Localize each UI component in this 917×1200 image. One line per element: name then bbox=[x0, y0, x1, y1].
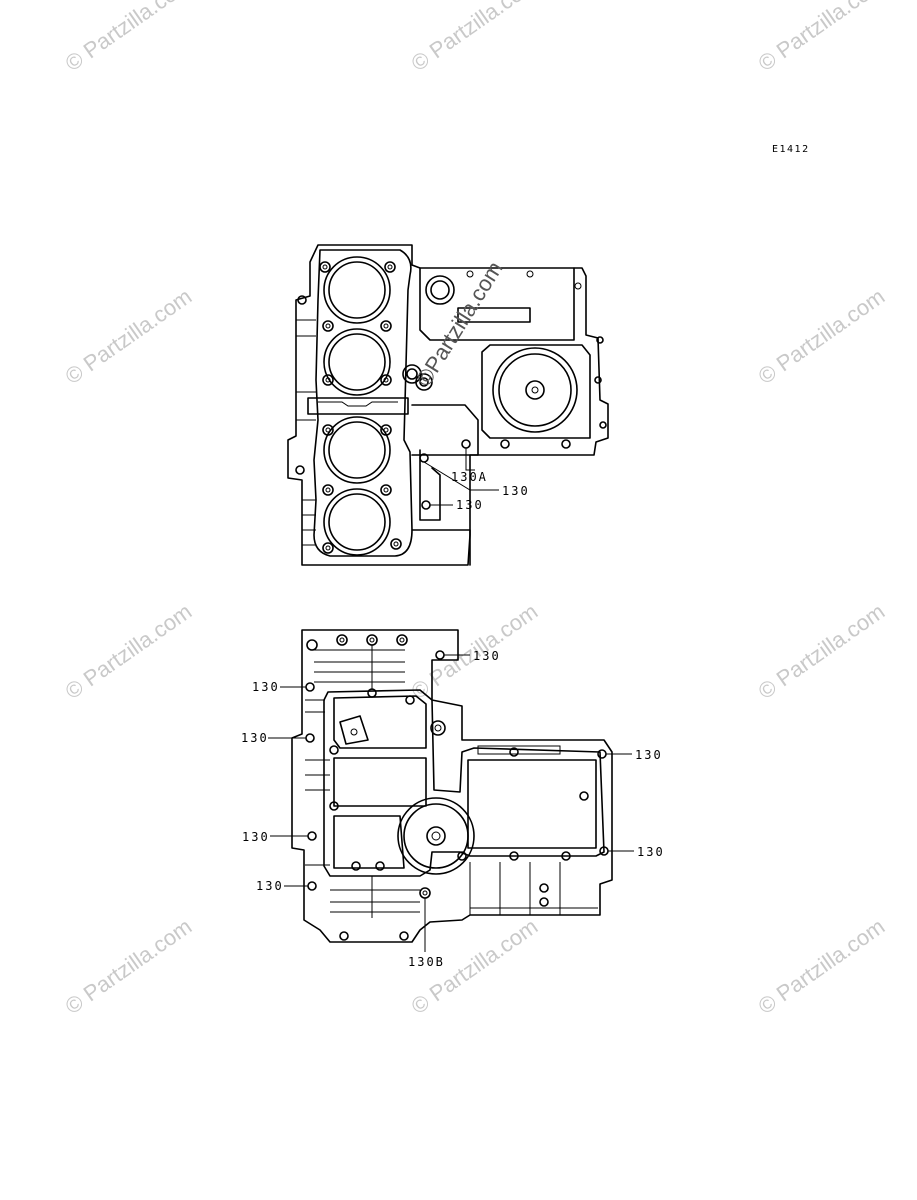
bracket bbox=[339, 715, 369, 745]
watermark-text: © Partzilla.com bbox=[754, 284, 890, 390]
passage-plate bbox=[411, 404, 479, 456]
diagram-code: E1412 bbox=[772, 144, 810, 155]
cylinder-bore-4 bbox=[323, 488, 391, 556]
pan-chamber-1 bbox=[333, 695, 427, 749]
clutch-cover bbox=[492, 347, 578, 433]
watermark-text: © Partzilla.com bbox=[61, 284, 197, 390]
drain-plug bbox=[430, 720, 446, 736]
pan-chamber-4-lip bbox=[477, 745, 561, 755]
lower-left-ribs bbox=[305, 645, 405, 866]
oil-pump-cover bbox=[397, 797, 475, 875]
transmission-housing bbox=[419, 267, 575, 341]
callout-130: 130 bbox=[502, 484, 530, 498]
callout-130: 130 bbox=[241, 731, 269, 745]
watermark-text: © Partzilla.com bbox=[61, 0, 197, 76]
bolt-130B bbox=[419, 887, 431, 899]
bolt-130-lower-left2 bbox=[305, 733, 315, 743]
lower-top-bosses bbox=[306, 634, 408, 651]
upper-lower-step bbox=[411, 529, 471, 566]
breather-boss bbox=[425, 275, 455, 305]
watermark-text: © Partzilla.com bbox=[407, 0, 543, 76]
cylinder-bore-3-inner bbox=[328, 421, 386, 479]
cylinder-gasket bbox=[313, 249, 413, 557]
watermark-text: © Partzilla.com bbox=[61, 914, 197, 1020]
seal-2 bbox=[415, 373, 433, 391]
bolt-130-lower-left3 bbox=[307, 831, 317, 841]
center-watermark: ©Partzilla.com bbox=[411, 257, 508, 391]
pan-chamber-4 bbox=[467, 759, 597, 849]
upper-perimeter-bolts bbox=[500, 336, 607, 449]
callout-130: 130 bbox=[242, 830, 270, 844]
upper-crankcase bbox=[287, 244, 609, 566]
bolt-130-lower-right1 bbox=[597, 749, 607, 759]
watermark-text: © Partzilla.com bbox=[754, 914, 890, 1020]
lower-bottom-ribs bbox=[330, 862, 598, 918]
callout-130: 130 bbox=[256, 879, 284, 893]
watermark-text: © Partzilla.com bbox=[754, 0, 890, 76]
left-ribs bbox=[295, 295, 316, 546]
bolt-130-lower-left1 bbox=[305, 682, 315, 692]
callout-130: 130 bbox=[473, 649, 501, 663]
cylinder-bore-2-inner bbox=[328, 333, 386, 391]
lower-case-outline bbox=[291, 629, 613, 943]
bolt-130-lower-left4 bbox=[307, 881, 317, 891]
callout-130: 130 bbox=[252, 680, 280, 694]
watermark-text: © Partzilla.com bbox=[61, 599, 197, 705]
head-bolt-bosses bbox=[319, 261, 402, 554]
upper-case-outline bbox=[287, 244, 609, 566]
callout-130B: 130B bbox=[408, 955, 445, 969]
upper-callouts: 130A 130 130 bbox=[423, 448, 530, 512]
pan-chamber-3 bbox=[333, 815, 405, 869]
cylinder-bore-1-inner bbox=[328, 261, 386, 319]
lower-callouts: 130 130 130 130 130 130 130 130B bbox=[241, 649, 665, 969]
bolt-130A bbox=[461, 439, 471, 449]
callout-130: 130 bbox=[635, 748, 663, 762]
bolt-130-lower-top bbox=[435, 650, 445, 660]
housing-slot bbox=[457, 307, 531, 323]
passage-channel bbox=[419, 449, 441, 521]
bolt-130-upper-b bbox=[421, 500, 431, 510]
cylinder-bore-1 bbox=[323, 256, 391, 324]
pan-chamber-2 bbox=[333, 757, 427, 807]
lower-perimeter-bolts bbox=[305, 650, 609, 941]
callout-130: 130 bbox=[637, 845, 665, 859]
callout-130A: 130A bbox=[451, 470, 488, 484]
cover-frame bbox=[481, 344, 591, 439]
lower-crankcase bbox=[291, 629, 613, 943]
cylinder-bore-2 bbox=[323, 328, 391, 396]
cylinder-bore-3 bbox=[323, 416, 391, 484]
oil-pan-gasket bbox=[323, 689, 605, 877]
cylinder-bore-4-inner bbox=[328, 493, 386, 551]
watermark-text: © Partzilla.com bbox=[754, 599, 890, 705]
chain-tunnel bbox=[307, 397, 409, 415]
chain-tunnel-detail bbox=[318, 401, 398, 407]
callout-130: 130 bbox=[456, 498, 484, 512]
